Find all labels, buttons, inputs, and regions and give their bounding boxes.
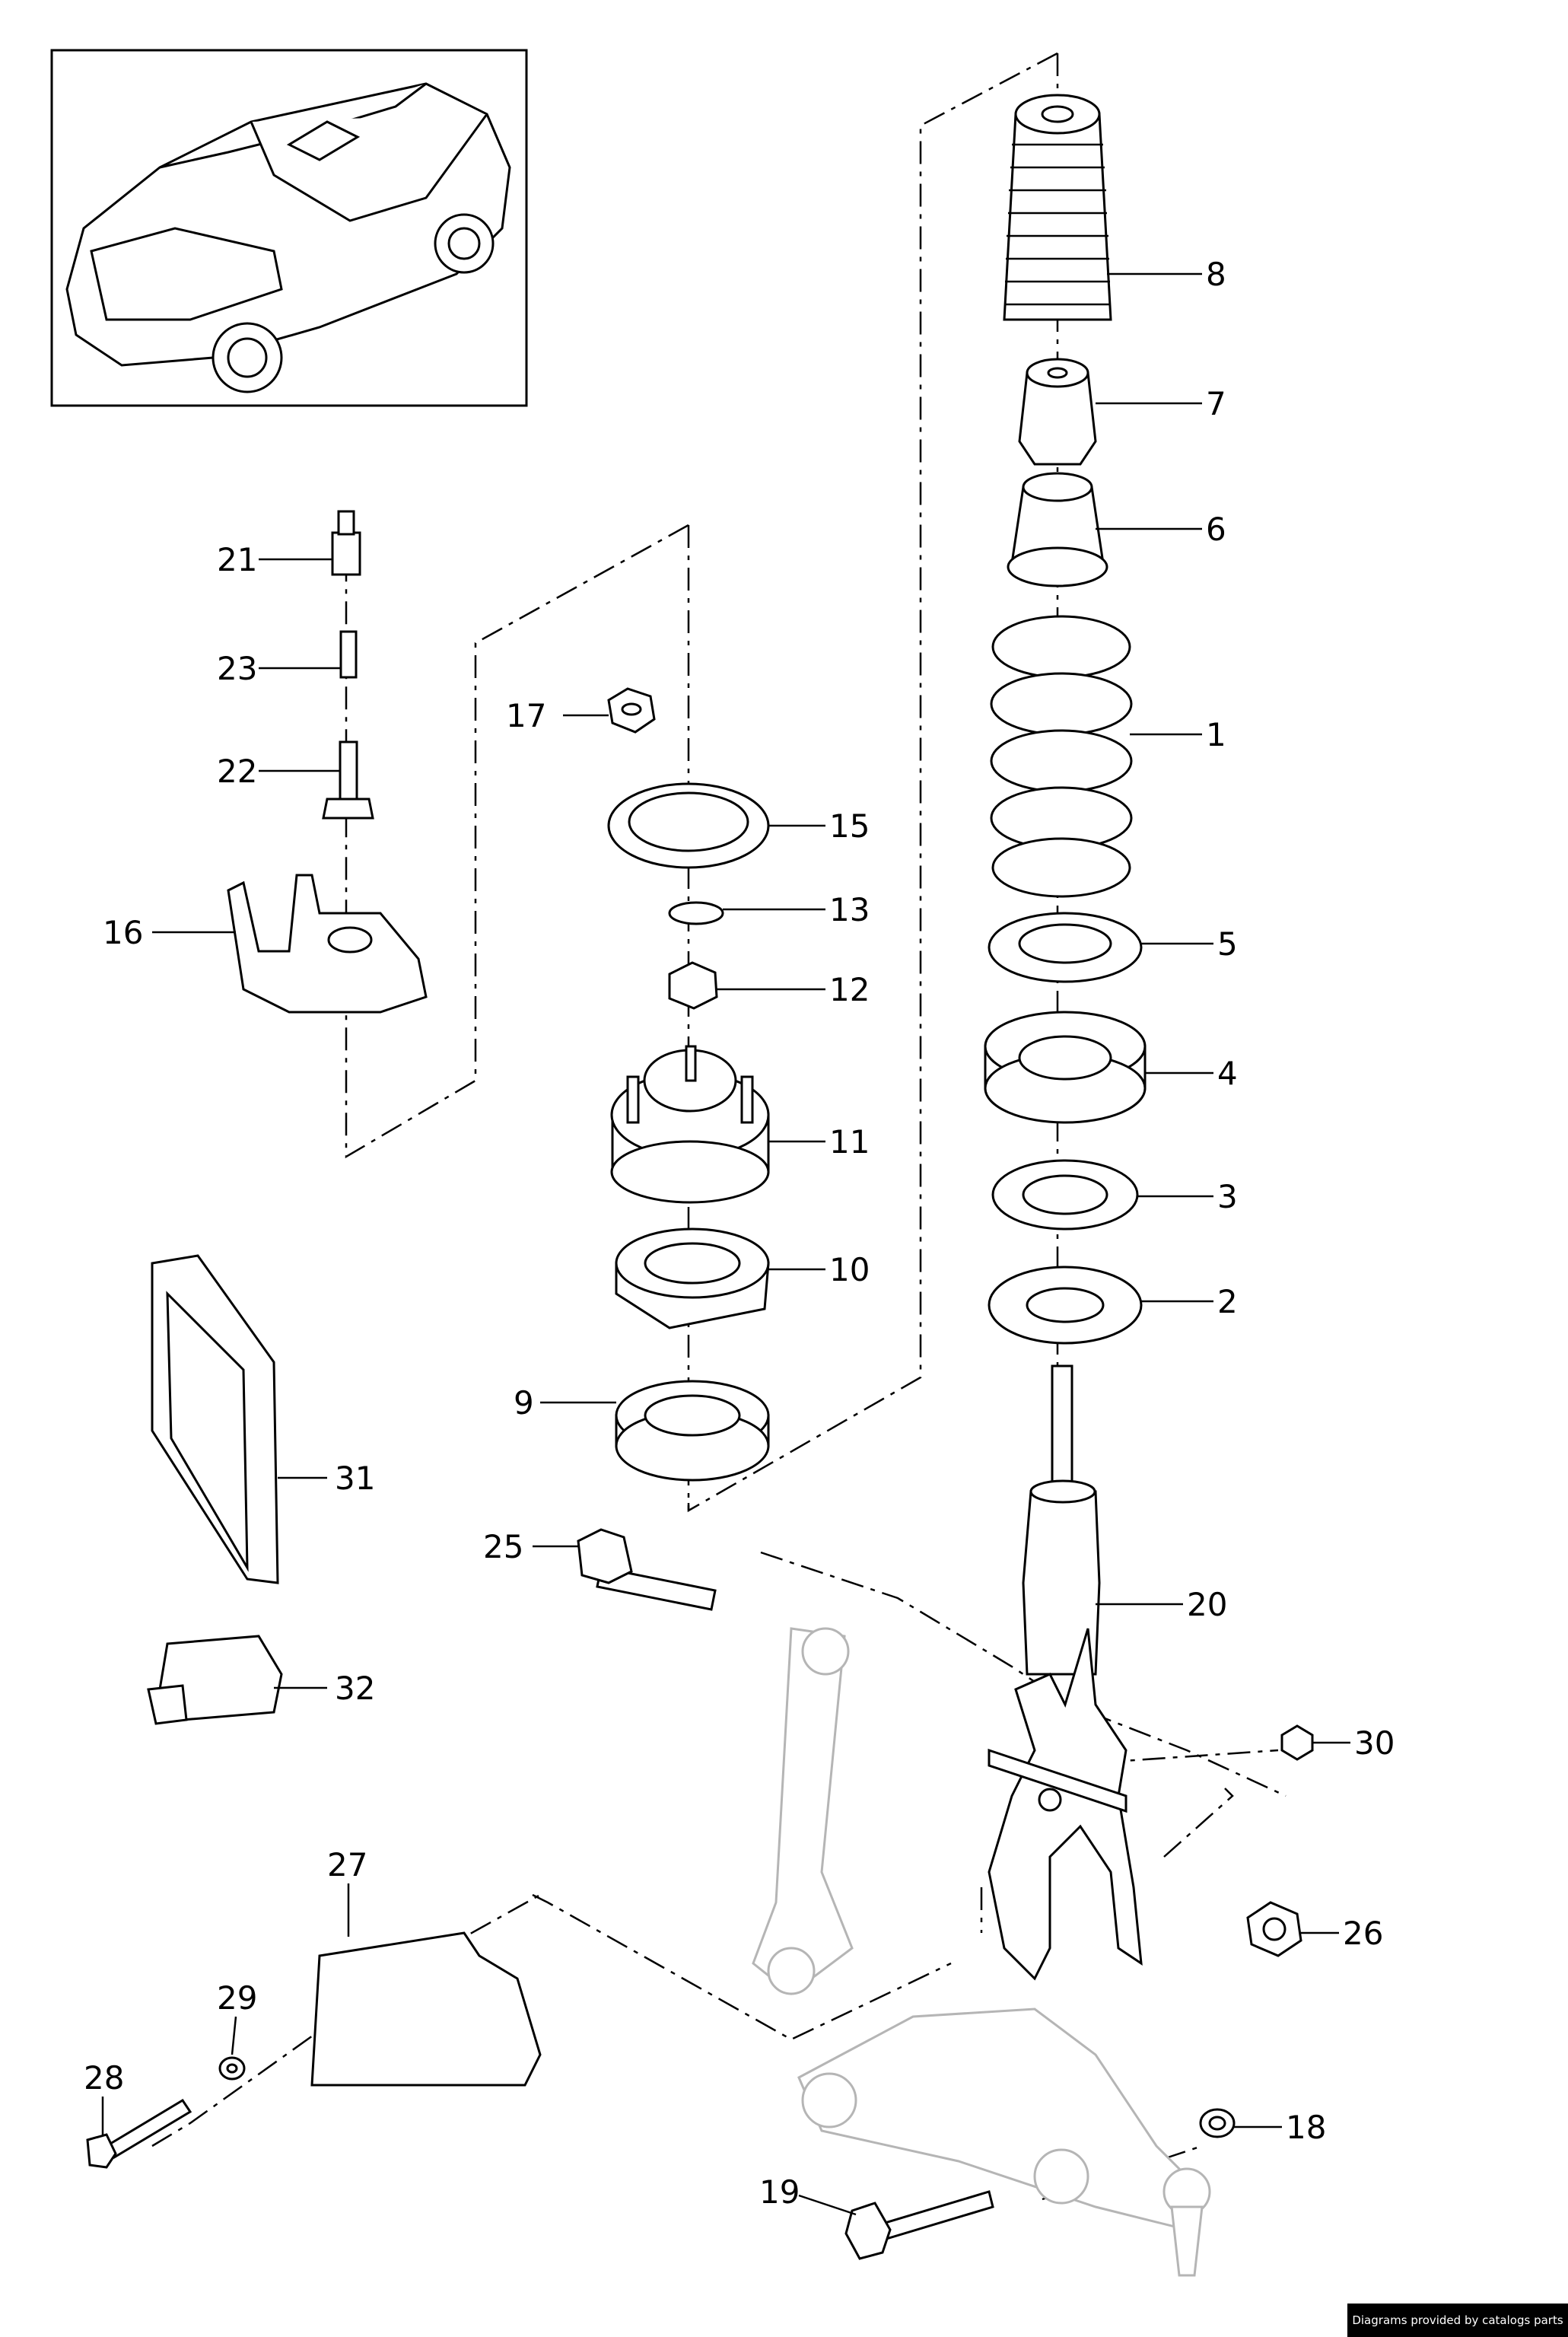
part-8-boot bbox=[1003, 94, 1112, 321]
callout-22: 22 bbox=[217, 753, 257, 790]
part-31-control-unit bbox=[151, 1254, 279, 1584]
part-6-cap bbox=[1007, 472, 1108, 587]
part-9-pad bbox=[615, 1380, 770, 1482]
part-18-nut bbox=[1199, 2108, 1236, 2138]
part-7-bump-stop bbox=[1018, 358, 1097, 466]
callout-1: 1 bbox=[1206, 716, 1226, 753]
callout-15: 15 bbox=[829, 807, 870, 845]
callout-23: 23 bbox=[217, 650, 257, 687]
part-20-strut bbox=[988, 1364, 1143, 1981]
part-5-spring-pad bbox=[988, 912, 1143, 983]
part-28-bolt bbox=[86, 2098, 192, 2169]
callout-11: 11 bbox=[829, 1123, 870, 1161]
callout-19: 19 bbox=[759, 2173, 800, 2211]
callout-18: 18 bbox=[1286, 2109, 1326, 2146]
part-4-spring-seat bbox=[984, 1011, 1147, 1124]
callout-28: 28 bbox=[84, 2059, 124, 2097]
callout-30: 30 bbox=[1354, 1724, 1395, 1762]
part-11-top-mount bbox=[610, 1045, 770, 1204]
part-27-shield bbox=[310, 1931, 542, 2087]
part-1-coil-spring bbox=[990, 615, 1133, 898]
part-2-lower-seat bbox=[988, 1266, 1143, 1345]
part-17-nut bbox=[607, 687, 656, 734]
part-25-bolt bbox=[577, 1528, 717, 1611]
part-19-bolt bbox=[844, 2190, 994, 2260]
callout-5: 5 bbox=[1217, 925, 1238, 963]
part-3-washer-plate bbox=[991, 1159, 1139, 1231]
callout-2: 2 bbox=[1217, 1283, 1238, 1320]
part-15-plate bbox=[607, 782, 770, 869]
callout-12: 12 bbox=[829, 971, 870, 1008]
part-12-nut bbox=[668, 961, 718, 1010]
part-23-pin bbox=[339, 630, 358, 679]
callout-labels: 8 7 6 1 5 4 3 2 20 30 26 18 19 17 15 13 … bbox=[84, 256, 1395, 2211]
part-21-sensor-pin bbox=[331, 510, 361, 576]
vehicle-thumbnail bbox=[50, 49, 528, 407]
callout-21: 21 bbox=[217, 541, 257, 578]
callout-6: 6 bbox=[1206, 511, 1226, 548]
leader-lines bbox=[101, 272, 1350, 2216]
callout-20: 20 bbox=[1187, 1586, 1227, 1623]
part-32-sensor bbox=[147, 1635, 283, 1725]
callout-3: 3 bbox=[1217, 1178, 1238, 1215]
callout-32: 32 bbox=[335, 1670, 375, 1707]
part-13-ring bbox=[668, 901, 724, 925]
part-10-bearing bbox=[615, 1227, 770, 1329]
callout-16: 16 bbox=[103, 914, 143, 951]
callout-31: 31 bbox=[335, 1460, 375, 1497]
callout-10: 10 bbox=[829, 1251, 870, 1288]
callout-9: 9 bbox=[514, 1384, 534, 1422]
callout-7: 7 bbox=[1206, 385, 1226, 422]
callout-17: 17 bbox=[506, 697, 546, 734]
callout-25: 25 bbox=[483, 1528, 523, 1565]
part-16-bracket bbox=[227, 874, 428, 1014]
callout-13: 13 bbox=[829, 891, 870, 928]
callout-26: 26 bbox=[1343, 1915, 1383, 1952]
part-30-nut bbox=[1280, 1724, 1314, 1761]
callout-29: 29 bbox=[217, 1979, 257, 2017]
callout-8: 8 bbox=[1206, 256, 1226, 293]
callout-27: 27 bbox=[327, 1846, 367, 1883]
callout-4: 4 bbox=[1217, 1055, 1238, 1092]
credit-badge: Diagrams provided by catalogs parts bbox=[1347, 2304, 1568, 2337]
ghost-control-arms bbox=[752, 1627, 1211, 2277]
part-22-stud bbox=[322, 740, 374, 820]
part-29-washer bbox=[218, 2056, 246, 2081]
part-26-nut bbox=[1246, 1901, 1302, 1957]
